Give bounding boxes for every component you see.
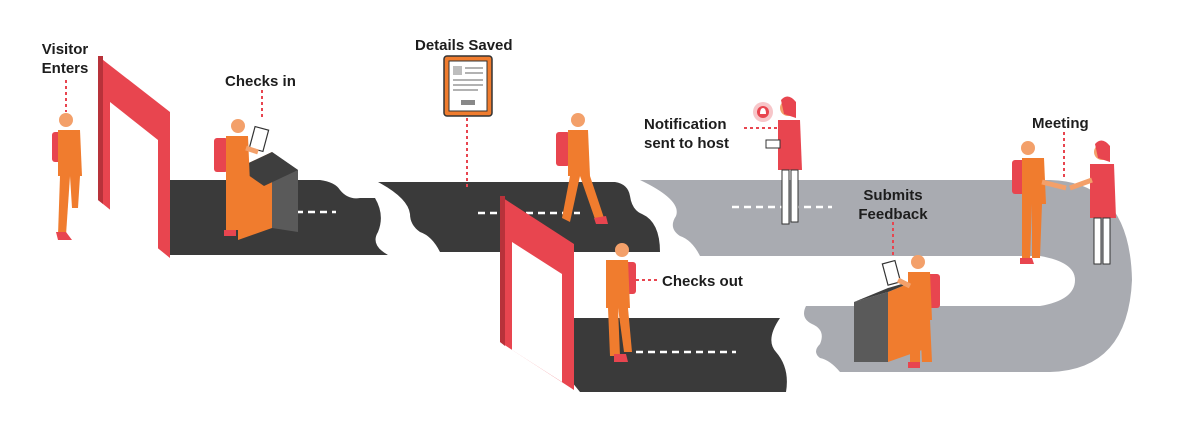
host-figure-notification (765, 96, 802, 225)
visitor-figure-meeting (1012, 141, 1067, 264)
visitor-figure-entering (52, 113, 82, 240)
exit-gate (500, 196, 574, 390)
step-submits-feedback: Submits Feedback (858, 187, 928, 223)
step-details-saved: Details Saved (415, 37, 513, 54)
visitor-figure-walking (556, 113, 608, 224)
visitor-figure-checkin (214, 119, 259, 236)
tablet-icon (443, 55, 493, 117)
entry-gate (98, 56, 170, 258)
label-connectors (65, 80, 1065, 281)
step-checks-in: Checks in (225, 73, 296, 90)
step-notification: Notification sent to host (644, 116, 729, 152)
step-meeting: Meeting (1032, 115, 1089, 132)
bell-icon (753, 102, 773, 122)
exit-path (520, 318, 787, 392)
visitor-figure-checkout (606, 243, 636, 362)
step-checks-out: Checks out (662, 273, 743, 290)
host-figure-meeting (1069, 140, 1116, 265)
host-path (640, 180, 1132, 372)
step-visitor-enters: Visitor Enters (41, 41, 89, 77)
visitor-figure-feedback (896, 255, 940, 368)
